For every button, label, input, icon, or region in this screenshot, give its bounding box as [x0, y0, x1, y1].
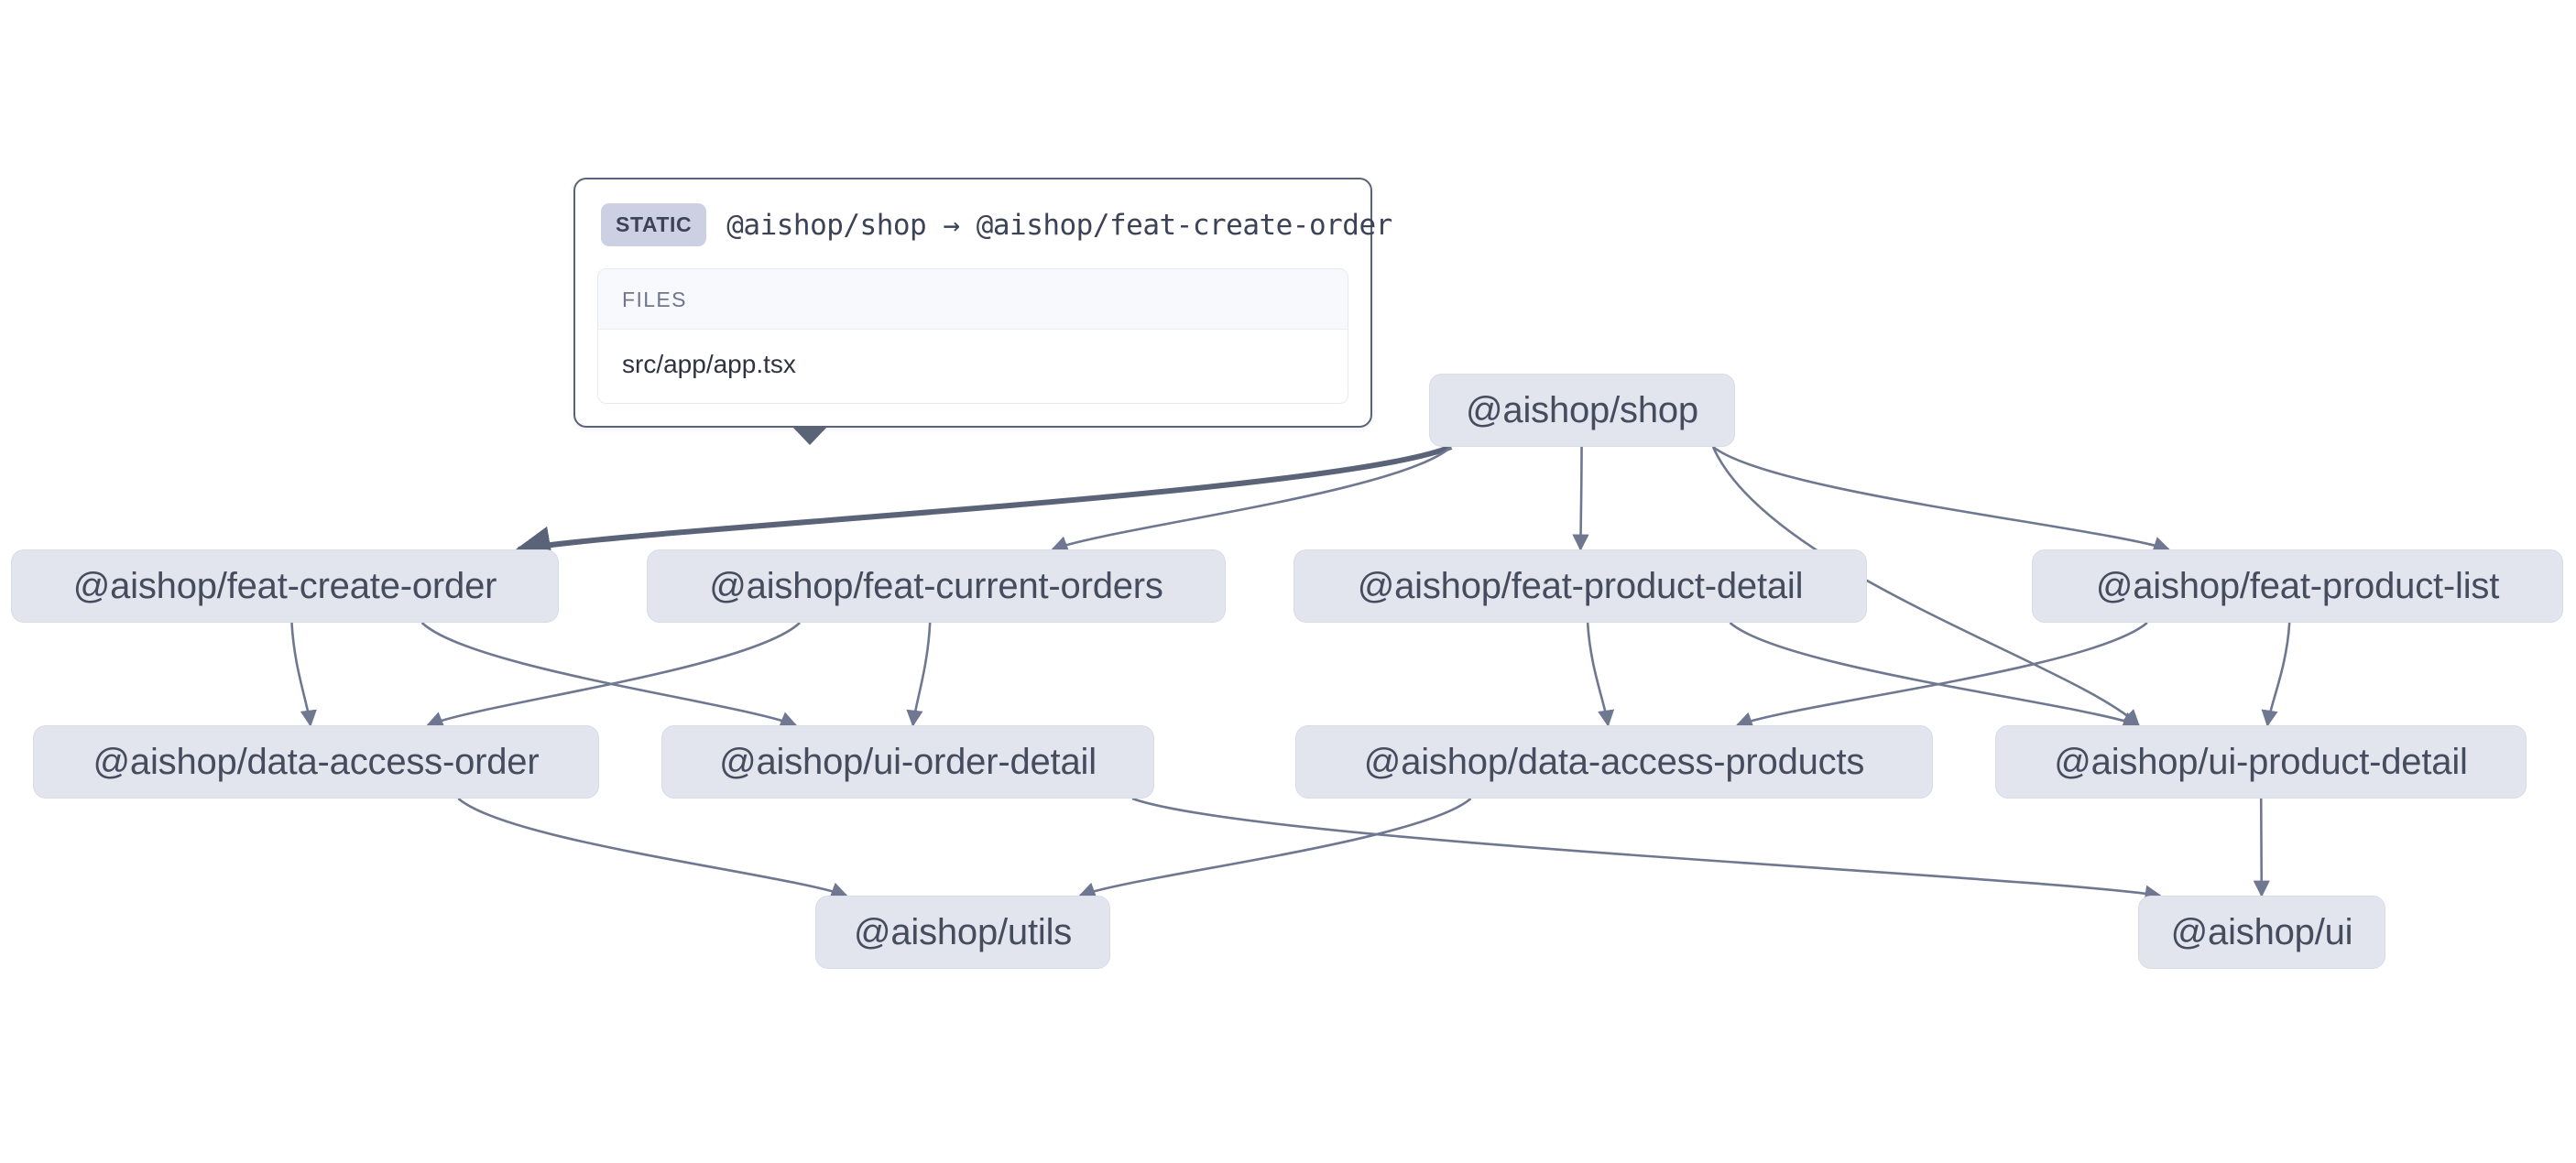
graph-node-ui-product-detail[interactable]: @aishop/ui-product-detail: [1995, 725, 2527, 799]
dependency-type-badge: STATIC: [601, 203, 707, 246]
graph-node-label: @aishop/feat-create-order: [72, 566, 497, 606]
graph-node-label: @aishop/ui-product-detail: [2054, 742, 2468, 782]
edge-detail-tooltip[interactable]: STATIC @aishop/shop → @aishop/feat-creat…: [573, 178, 1392, 445]
graph-edge-shop-to-feat-create-order[interactable]: [515, 444, 1453, 562]
graph-edge-data-access-products-to-utils[interactable]: [1078, 798, 1472, 898]
tooltip-files-panel: FILES src/app/app.tsx: [597, 268, 1348, 404]
graph-edge-feat-product-list-to-data-access-products[interactable]: [1735, 622, 2148, 728]
graph-edge-shop-to-feat-product-list[interactable]: [1712, 445, 2171, 553]
graph-edge-shop-to-feat-product-detail[interactable]: [1572, 446, 1589, 551]
graph-node-label: @aishop/shop: [1466, 390, 1698, 430]
graph-node-label: @aishop/data-access-products: [1363, 742, 1865, 782]
graph-node-ui-order-detail[interactable]: @aishop/ui-order-detail: [661, 725, 1154, 799]
tooltip-pointer-arrow: [791, 426, 828, 445]
graph-node-label: @aishop/utils: [853, 912, 1073, 952]
graph-edge-feat-create-order-to-ui-order-detail[interactable]: [420, 622, 798, 728]
graph-node-label: @aishop/ui: [2170, 912, 2353, 952]
tooltip-header: STATIC @aishop/shop → @aishop/feat-creat…: [597, 200, 1392, 255]
graph-edge-feat-current-orders-to-ui-order-detail[interactable]: [906, 622, 932, 727]
graph-node-feat-product-list[interactable]: @aishop/feat-product-list: [2032, 549, 2563, 623]
graph-edge-ui-order-detail-to-ui[interactable]: [1131, 797, 2162, 902]
graph-node-feat-current-orders[interactable]: @aishop/feat-current-orders: [647, 549, 1226, 623]
graph-node-shop[interactable]: @aishop/shop: [1429, 374, 1735, 447]
graph-node-utils[interactable]: @aishop/utils: [815, 896, 1110, 969]
file-list-item[interactable]: src/app/app.tsx: [598, 330, 1348, 403]
graph-edge-feat-product-detail-to-ui-product-detail[interactable]: [1729, 622, 2140, 728]
graph-edge-feat-create-order-to-data-access-order[interactable]: [290, 622, 317, 727]
tooltip-title: @aishop/shop → @aishop/feat-create-order: [726, 208, 1392, 242]
graph-node-label: @aishop/feat-product-detail: [1357, 566, 1804, 606]
graph-node-data-access-products[interactable]: @aishop/data-access-products: [1295, 725, 1933, 799]
graph-node-label: @aishop/ui-order-detail: [719, 742, 1097, 782]
graph-node-data-access-order[interactable]: @aishop/data-access-order: [33, 725, 599, 799]
graph-node-ui[interactable]: @aishop/ui: [2138, 896, 2385, 969]
graph-node-label: @aishop/feat-product-list: [2095, 566, 2500, 606]
files-section-label: FILES: [598, 269, 1348, 330]
graph-edge-feat-current-orders-to-data-access-order[interactable]: [426, 622, 801, 728]
graph-edge-feat-product-detail-to-data-access-products[interactable]: [1586, 622, 1615, 727]
graph-node-feat-create-order[interactable]: @aishop/feat-create-order: [11, 549, 559, 623]
graph-node-label: @aishop/feat-current-orders: [709, 566, 1163, 606]
graph-edge-ui-product-detail-to-ui[interactable]: [2253, 798, 2270, 897]
graph-node-feat-product-detail[interactable]: @aishop/feat-product-detail: [1293, 549, 1867, 623]
graph-edge-feat-product-list-to-ui-product-detail[interactable]: [2261, 622, 2291, 727]
graph-edge-data-access-order-to-utils[interactable]: [457, 798, 848, 898]
graph-edge-shop-to-feat-current-orders[interactable]: [1051, 446, 1452, 552]
graph-node-label: @aishop/data-access-order: [93, 742, 540, 782]
